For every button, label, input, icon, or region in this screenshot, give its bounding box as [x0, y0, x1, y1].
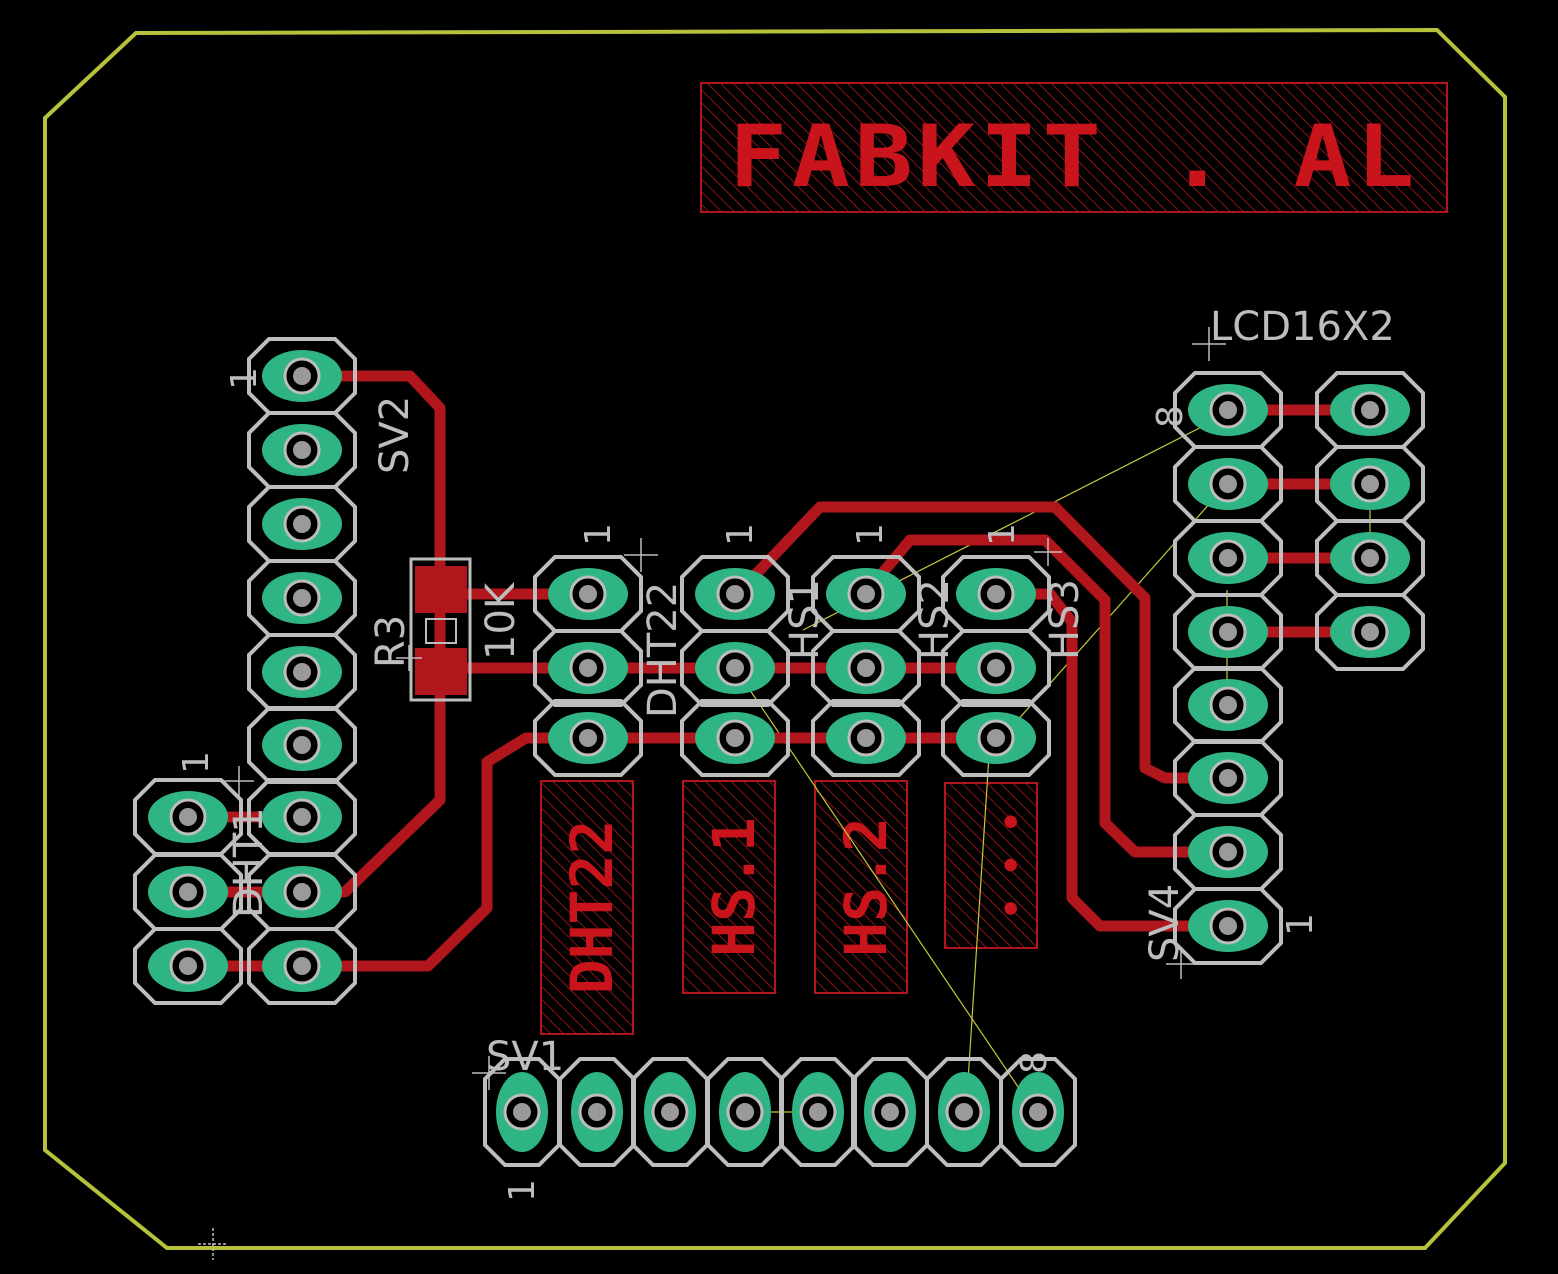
hs3-pad-1: [941, 555, 1051, 633]
hs2-pad-3: [811, 699, 921, 777]
sv4-pin1-label: 1: [1280, 913, 1321, 936]
dht22-label: DHT22: [640, 582, 686, 718]
lcd2-pad-1: [1315, 371, 1425, 449]
hs1-pad-2: [680, 629, 790, 707]
origin-crosshairs: [198, 327, 1226, 1260]
lcd-pad-1: [1173, 371, 1283, 449]
board-outline: [43, 27, 1507, 1250]
dht22-pad-3: [533, 699, 643, 777]
sv1-pin1-label: 1: [502, 1179, 543, 1202]
sv1-pad-8: [999, 1057, 1077, 1167]
lcd2-pad-4: [1315, 593, 1425, 671]
r3-value-label: 10K: [478, 581, 524, 660]
lcd-pad-7: [1173, 813, 1283, 891]
hs3-pad-3: [941, 699, 1051, 777]
sv1-pad-5: [779, 1057, 857, 1167]
hs2-pin1-label: 1: [850, 523, 891, 546]
hs1-pad-3: [680, 699, 790, 777]
lcd-pad-2: [1173, 445, 1283, 523]
svg-text:HS.2: HS.2: [832, 817, 900, 957]
silkscreen-labels: LCD16X2 SV1 SV2 SV4 DHT22 HS1 HS2 HS3 DH…: [176, 304, 1395, 1202]
sv1-pad-4: [706, 1057, 784, 1167]
sv1-pad-1: [483, 1057, 561, 1167]
hs1-copper-block: HS.1: [682, 780, 776, 994]
lcd-pad-8: [1173, 887, 1283, 965]
sv2-pad-4: [247, 559, 357, 637]
logo-text: FABKIT . AL: [729, 107, 1419, 207]
lcd-pin8-label: 8: [1150, 405, 1191, 428]
r3-label: R3: [368, 615, 414, 668]
sv1-pin8-label: 8: [1014, 1051, 1055, 1074]
sv2-pad-8: [247, 853, 357, 931]
sv1-pad-2: [558, 1057, 636, 1167]
sv2-label: SV2: [372, 396, 418, 474]
hs3-copper-block: • • •: [944, 782, 1038, 949]
logo-block: FABKIT . AL: [700, 82, 1448, 213]
sv1-pad-6: [851, 1057, 929, 1167]
svg-text:DHT22: DHT22: [558, 820, 626, 995]
through-hole-pads: [133, 337, 1425, 1167]
sv2-pad-3: [247, 485, 357, 563]
resistor-r3: [409, 557, 472, 702]
dht22-pad-2: [533, 629, 643, 707]
dht22-copper-block: DHT22: [540, 780, 634, 1035]
hs2-copper-block: HS.2: [814, 780, 908, 994]
hs3-pin1-label: 1: [982, 523, 1023, 546]
svg-text:• • •: • • •: [992, 811, 1033, 919]
sv4-label: SV4: [1142, 884, 1188, 962]
hs2-label: HS2: [912, 579, 958, 660]
dht22-pin1-label: 1: [578, 523, 619, 546]
sv1-pad-7: [925, 1057, 1003, 1167]
hs1-label: HS1: [782, 579, 828, 660]
sv2-pin1-label: 1: [224, 367, 265, 390]
svg-text:HS.1: HS.1: [700, 817, 768, 957]
lcd-label: LCD16X2: [1210, 304, 1395, 350]
hs3-pad-2: [941, 629, 1051, 707]
lcd-pad-6: [1173, 739, 1283, 817]
dht1-label: DHT1: [226, 807, 272, 918]
dht1-pad-3: [133, 927, 243, 1005]
hs1-pin1-label: 1: [720, 523, 761, 546]
sv2-pad-9: [247, 927, 357, 1005]
sv1-pad-3: [631, 1057, 709, 1167]
hs2-pad-2: [811, 629, 921, 707]
hs3-label: HS3: [1042, 579, 1088, 660]
dht1-pin1-label: 1: [176, 751, 217, 774]
